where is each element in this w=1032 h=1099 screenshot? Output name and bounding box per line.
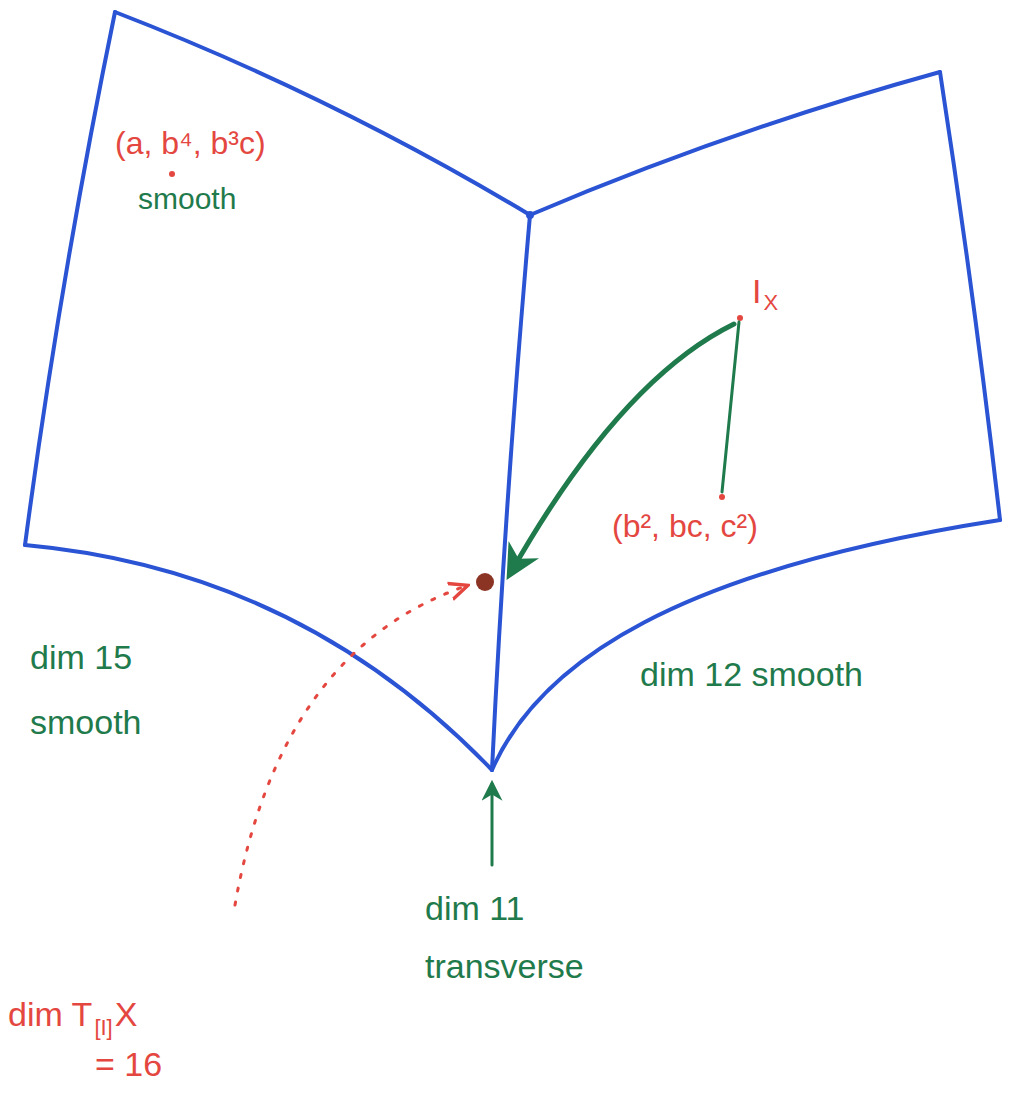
left-page-bottom-edge — [25, 545, 492, 770]
subscript: X — [763, 290, 778, 315]
left-page-left-edge — [25, 12, 115, 545]
tangent-note: dim T — [8, 995, 92, 1034]
right-page-bottom-edge — [492, 520, 1000, 770]
subscript: [I] — [94, 1015, 112, 1040]
point-ideal: (a, b⁴, b³c) — [115, 125, 266, 162]
corner-knob — [526, 211, 534, 219]
point-ideal: (b², bc, c²) — [612, 508, 758, 545]
leader-line — [722, 322, 739, 492]
tangent-note: X — [115, 995, 138, 1034]
spine-line — [492, 215, 530, 770]
tangent-note: = 16 — [95, 1045, 162, 1084]
point-dot — [719, 494, 725, 500]
component-note: dim 11 transverse — [425, 880, 625, 996]
component-note: dim 15 smooth — [30, 625, 200, 754]
pointer-arrow — [491, 784, 494, 865]
point-note: smooth — [138, 182, 236, 217]
dotted-arrow — [235, 586, 466, 905]
right-page-right-edge — [940, 72, 1000, 520]
point-dot — [169, 171, 175, 177]
right-page-top-edge — [530, 72, 940, 215]
special-point — [476, 573, 494, 591]
point-dot — [737, 315, 743, 321]
component-note: dim 12 smooth — [640, 655, 863, 694]
point-ideal: I — [752, 272, 761, 311]
